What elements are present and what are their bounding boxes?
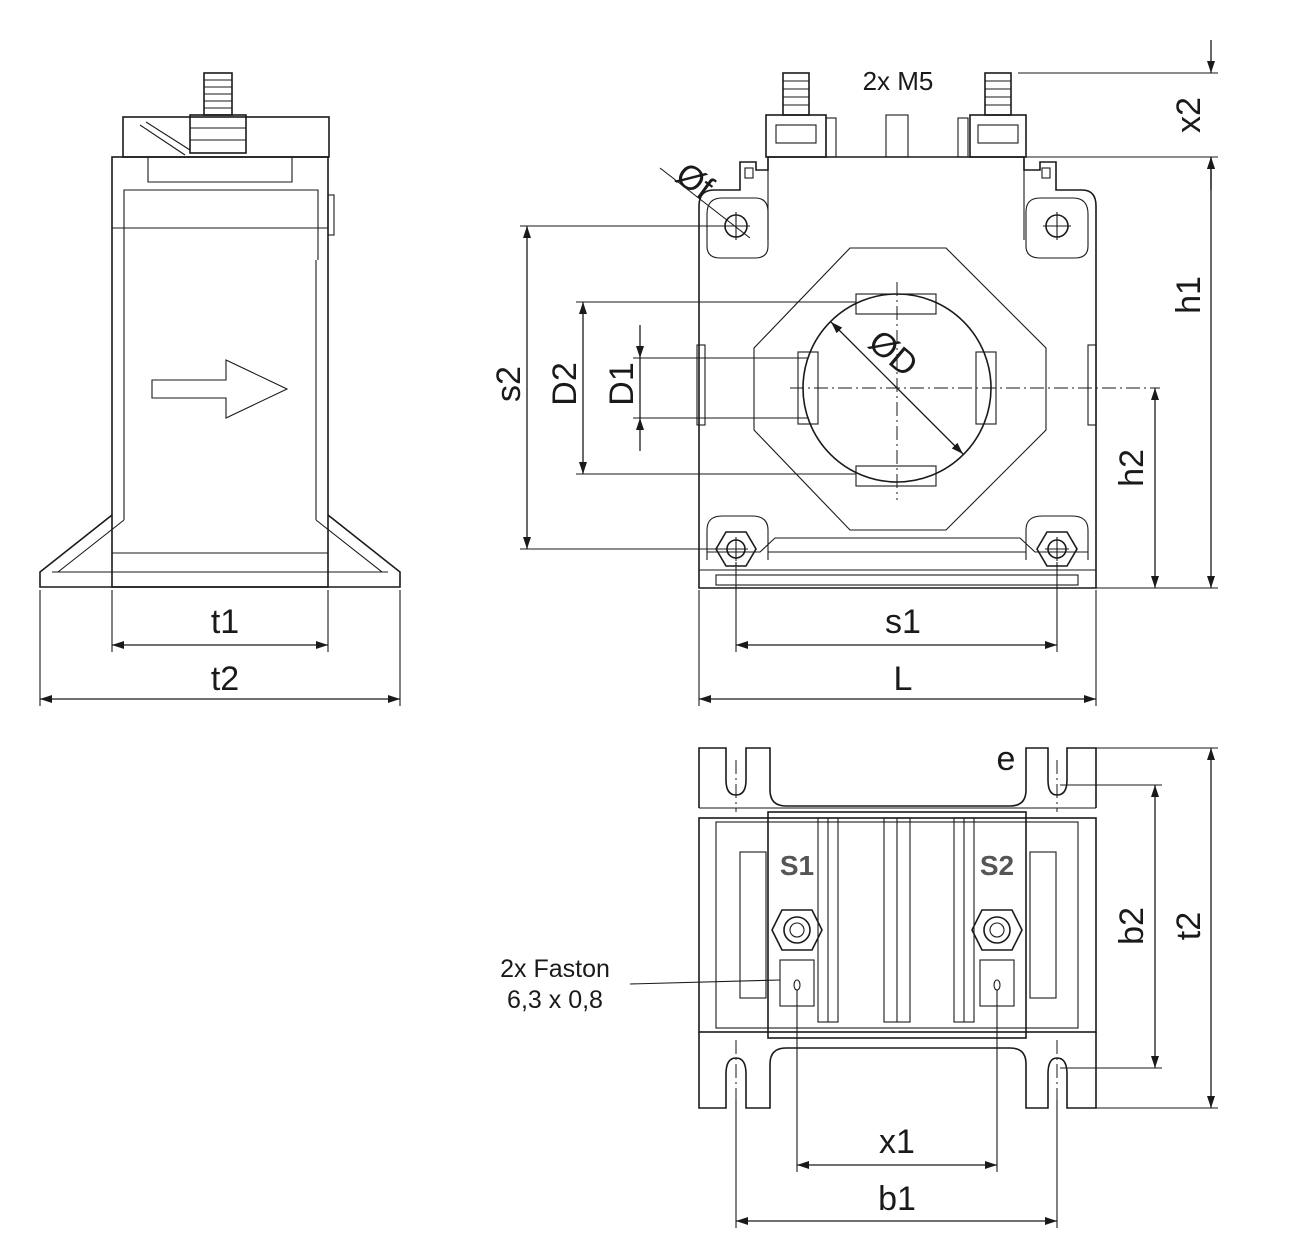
terminal-S2-icon: [971, 909, 1023, 1007]
OD-label: ØD: [861, 323, 924, 385]
stud-left: [765, 72, 837, 158]
e-label: e: [997, 740, 1016, 778]
D2-label: D2: [546, 362, 584, 405]
terminal-S2-label: S2: [980, 850, 1014, 881]
t2-bottom-label: t2: [1170, 912, 1208, 940]
s2-label: s2: [490, 366, 528, 402]
center-pin: [885, 114, 909, 158]
front-view: [696, 72, 1160, 589]
terminal-block: [767, 811, 1027, 1039]
h1-label: h1: [1170, 276, 1208, 314]
top-view-upper-tabs: [698, 747, 1097, 808]
front-dimensions: [520, 40, 1218, 706]
thread-label: 2x M5: [863, 66, 934, 96]
octagon-window: [753, 247, 1047, 531]
terminal-S1-label: S1: [780, 850, 814, 881]
flow-direction-arrow-icon: [151, 359, 289, 419]
side-top-cap: [122, 116, 330, 158]
faston-label-line1: 2x Faston: [500, 955, 610, 983]
b1-label: b1: [878, 1180, 916, 1218]
side-view: [39, 72, 401, 588]
t1-label: t1: [211, 603, 239, 641]
mounting-hole-top-right-icon: [1025, 197, 1089, 259]
L-label: L: [894, 660, 913, 698]
top-view-lower-tabs: [698, 1032, 1097, 1109]
side-body: [111, 156, 329, 588]
side-dimensions: [39, 590, 401, 706]
h2-label: h2: [1113, 449, 1151, 487]
faston-label-line2: 6,3 x 0,8: [507, 986, 603, 1014]
f-label: Øf: [669, 155, 721, 207]
t2-side-label: t2: [211, 660, 239, 698]
stud-right: [957, 72, 1027, 158]
top-dimensions: [629, 747, 1218, 1228]
b2-label: b2: [1113, 907, 1151, 945]
OD-dimension-line: [830, 321, 964, 455]
x2-label: x2: [1170, 97, 1208, 133]
top-view: [698, 747, 1097, 1109]
x1-label: x1: [879, 1123, 915, 1161]
D1-label: D1: [603, 362, 641, 405]
s1-label: s1: [885, 603, 921, 641]
stud-side: [189, 72, 247, 154]
mounting-nut-bottom-right-icon: [1025, 515, 1089, 567]
side-base: [39, 514, 401, 588]
mounting-nut-bottom-left-icon: [706, 515, 769, 567]
